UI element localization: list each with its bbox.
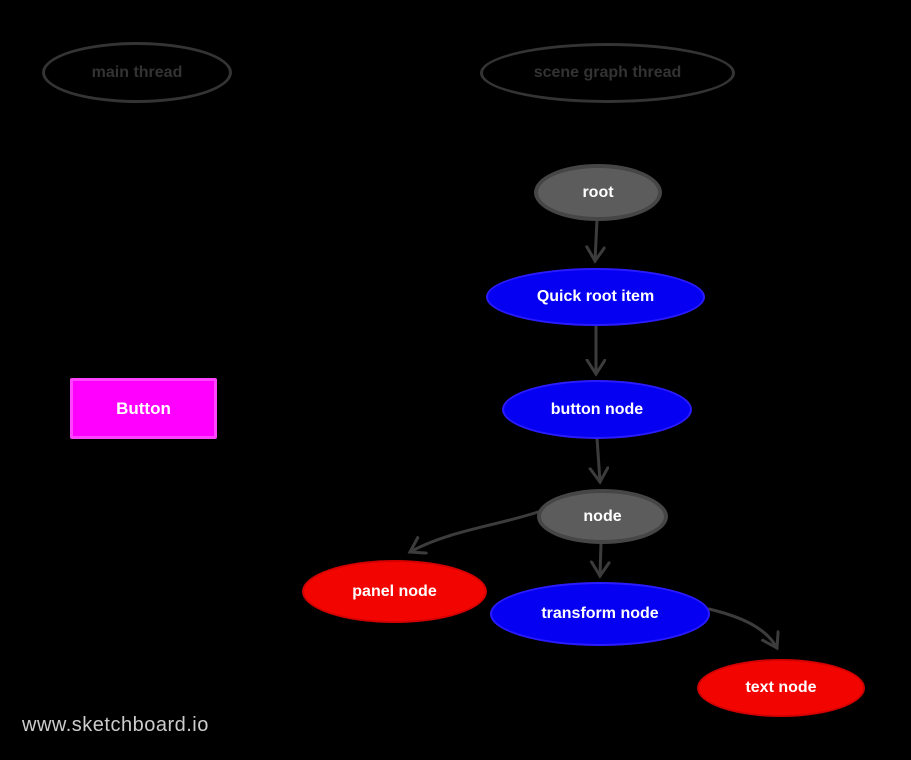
node-button-node: button node bbox=[502, 380, 692, 439]
button-widget: Button bbox=[70, 378, 217, 439]
lane-scene-graph-thread-label: scene graph thread bbox=[533, 64, 682, 81]
node-quick-root-item-label: Quick root item bbox=[536, 288, 655, 305]
node-quick-root-item: Quick root item bbox=[486, 268, 705, 326]
node-node-label: node bbox=[583, 507, 622, 525]
lane-main-thread-label: main thread bbox=[91, 63, 183, 81]
edge-root-to-quick-root-item bbox=[595, 218, 597, 261]
edge-button-node-to-node bbox=[597, 436, 600, 482]
node-node: node bbox=[537, 489, 668, 544]
edge-node-to-transform-node bbox=[600, 541, 601, 576]
node-text-node-label: text node bbox=[745, 679, 817, 696]
node-transform-node-label: transform node bbox=[541, 605, 659, 622]
node-button-node-label: button node bbox=[550, 400, 644, 418]
node-panel-node: panel node bbox=[302, 560, 487, 623]
lane-scene-graph-thread: scene graph thread bbox=[480, 43, 735, 103]
node-panel-node-label: panel node bbox=[352, 582, 437, 600]
node-root-label: root bbox=[582, 183, 614, 201]
edge-node-to-panel-node bbox=[410, 510, 540, 552]
node-root: root bbox=[534, 164, 662, 221]
node-text-node: text node bbox=[697, 659, 865, 717]
button-widget-label: Button bbox=[116, 398, 171, 418]
sketchboard-watermark: www.sketchboard.io bbox=[22, 714, 209, 736]
lane-main-thread: main thread bbox=[42, 42, 232, 103]
node-transform-node: transform node bbox=[490, 582, 710, 646]
edge-transform-node-to-text-node bbox=[707, 607, 777, 648]
